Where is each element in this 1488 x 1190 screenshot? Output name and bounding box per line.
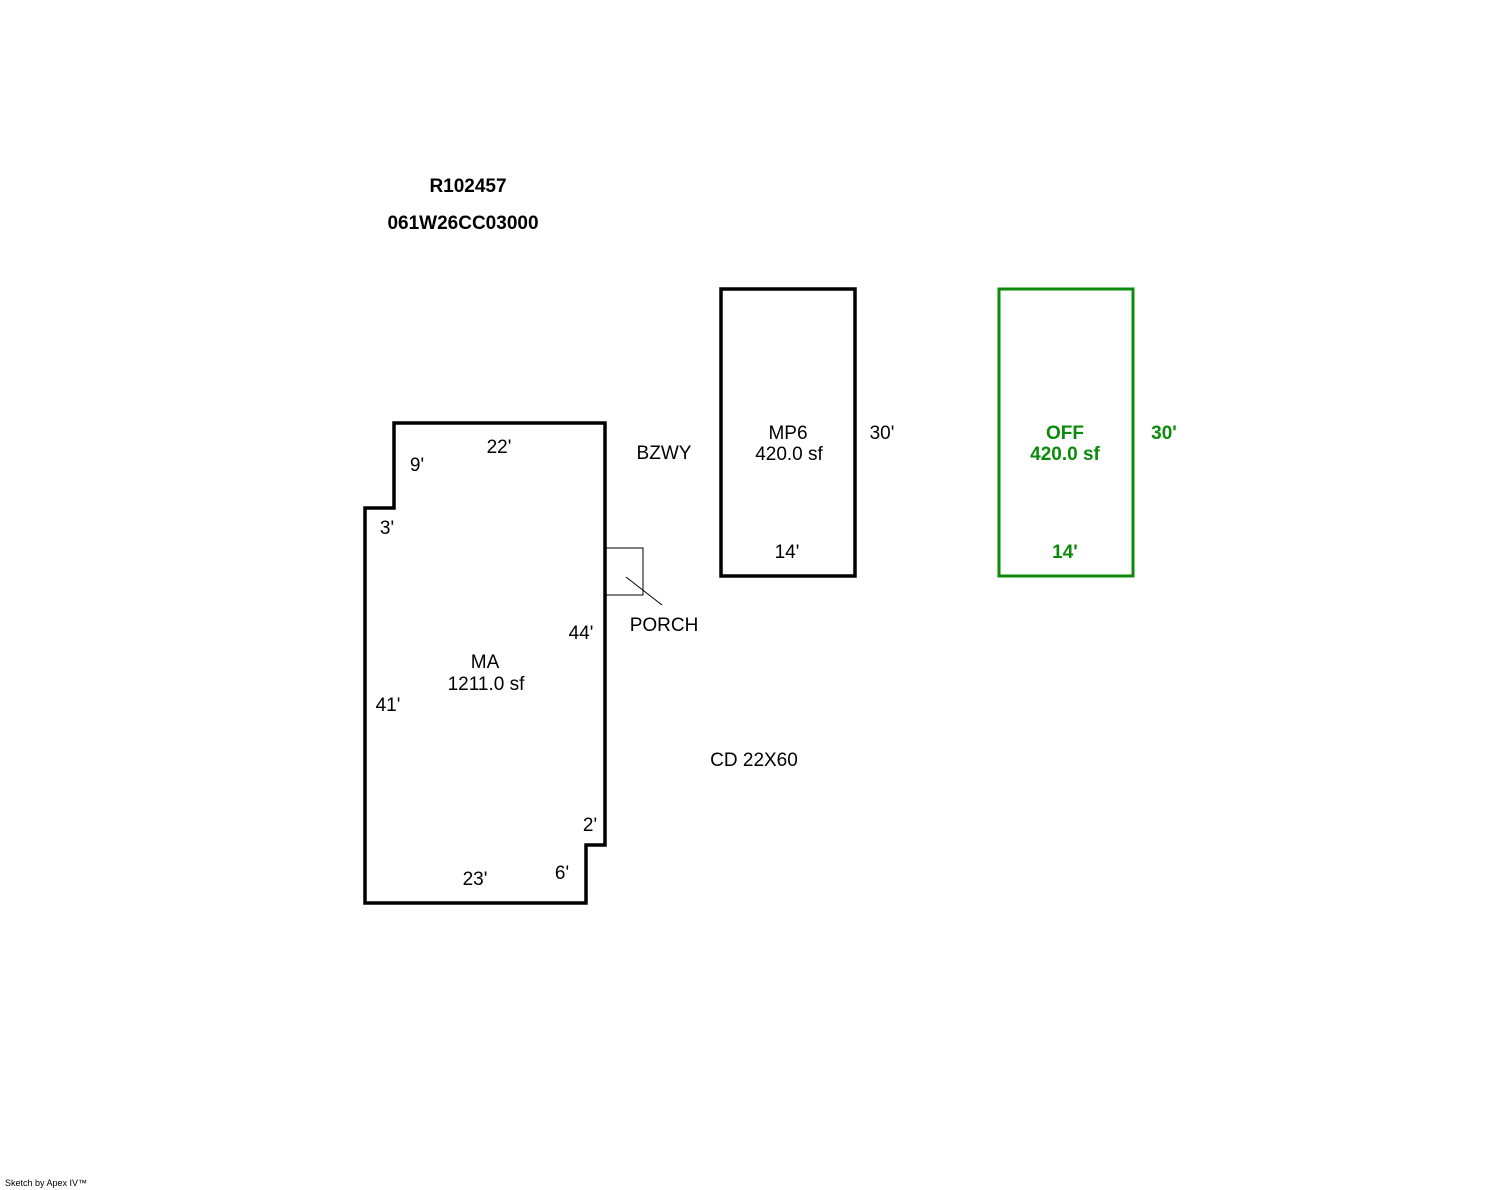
main-dim-bottom-right: 6' bbox=[555, 863, 569, 884]
sketch-credit: Sketch by Apex IV™ bbox=[5, 1178, 88, 1188]
porch-leader-line bbox=[625, 576, 663, 606]
main-dim-top: 22' bbox=[487, 437, 512, 458]
parcel-number: 061W26CC03000 bbox=[387, 213, 538, 234]
off-code: OFF bbox=[1046, 423, 1084, 444]
account-number: R102457 bbox=[429, 176, 506, 197]
mp6-dim-side: 30' bbox=[870, 423, 895, 444]
off-dim-side: 30' bbox=[1151, 423, 1177, 444]
main-dim-bottom: 23' bbox=[463, 869, 488, 890]
off-area-size: 420.0 sf bbox=[1030, 444, 1100, 465]
mp6-outline bbox=[719, 287, 857, 578]
porch-outline bbox=[604, 547, 644, 596]
off-dim-bottom: 14' bbox=[1052, 542, 1078, 563]
mp6-dim-bottom: 14' bbox=[775, 542, 800, 563]
off-area-outline bbox=[997, 287, 1135, 578]
main-dim-bottom-step: 2' bbox=[583, 815, 597, 836]
breezeway-label: BZWY bbox=[637, 443, 692, 464]
main-area-code: MA bbox=[471, 652, 500, 673]
deck-label: CD 22X60 bbox=[710, 750, 798, 771]
main-dim-left: 41' bbox=[376, 695, 401, 716]
mp6-code: MP6 bbox=[768, 423, 807, 444]
main-dim-step: 3' bbox=[380, 518, 394, 539]
main-dim-right: 44' bbox=[569, 623, 594, 644]
main-dim-left-upper: 9' bbox=[410, 455, 424, 476]
main-area-size: 1211.0 sf bbox=[448, 674, 525, 695]
mp6-area-size: 420.0 sf bbox=[755, 444, 823, 465]
porch-label: PORCH bbox=[630, 615, 699, 636]
